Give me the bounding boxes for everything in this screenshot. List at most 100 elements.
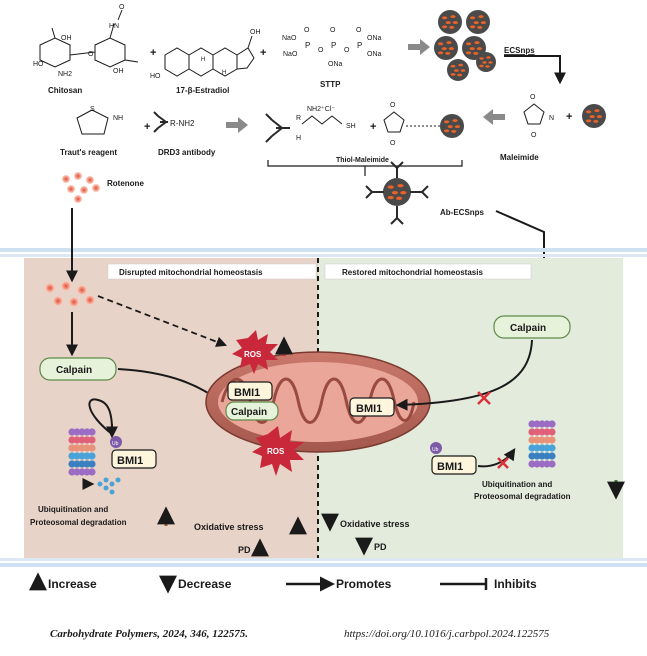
ros-top-label: ROS xyxy=(244,350,262,359)
svg-text:ONa: ONa xyxy=(328,61,343,68)
ros-bottom-label: ROS xyxy=(267,447,285,456)
maleimide-np-middle-particle xyxy=(440,114,464,138)
trauts-label: Traut's reagent xyxy=(60,148,117,157)
left-pd-label: PD xyxy=(238,545,251,555)
left-panel-title: Disrupted mitochondrial homeostasis xyxy=(119,268,263,277)
gray-arrow-1 xyxy=(408,39,430,55)
svg-text:P: P xyxy=(331,41,336,50)
mito-bmi1-box xyxy=(227,381,273,401)
legend-promotes-label: Promotes xyxy=(336,577,392,591)
left-bmi1-box xyxy=(111,449,157,469)
maleimide-nanoparticle xyxy=(582,104,606,128)
plus-sign-5: + xyxy=(370,121,376,133)
svg-text:ONa: ONa xyxy=(367,35,382,42)
stpp-structure: NaO NaO P O P O P ONa ONa ONa O O O xyxy=(282,27,382,68)
thiol-chain xyxy=(301,115,343,125)
left-ubiq-line2: Proteosomal degradation xyxy=(30,518,127,527)
mal-mid-o1: O xyxy=(390,102,396,109)
rotenone-to-ros-dashed-arrow xyxy=(97,295,228,347)
svg-text:P: P xyxy=(305,41,310,50)
right-panel-title: Restored mitochondrial homeostasis xyxy=(342,268,483,277)
right-calpain-box xyxy=(493,315,571,339)
blocked-x-proteasome xyxy=(497,457,509,469)
maleimide-o2: O xyxy=(531,132,537,139)
plus-sign-2: + xyxy=(260,47,266,59)
svg-text:O: O xyxy=(304,27,310,34)
membrane-bottom-2 xyxy=(0,563,647,567)
mito-bmi1-label: BMI1 xyxy=(234,387,260,399)
svg-text:NaO: NaO xyxy=(282,35,297,42)
right-bmi1-box xyxy=(431,455,477,475)
svg-text:O: O xyxy=(356,27,362,34)
chitosan-oh1: OH xyxy=(61,35,72,42)
thiol-sh: SH xyxy=(346,123,356,130)
maleimide-np-middle xyxy=(383,111,440,133)
thiol-h: H xyxy=(296,135,301,142)
right-bmi1-to-proteasome-arrow xyxy=(477,448,516,468)
membrane-top-1 xyxy=(0,248,647,252)
ecsnps-to-maleimide-arrow xyxy=(504,55,566,85)
right-ubiq-line2: Proteosomal degradation xyxy=(474,492,571,501)
left-title-box xyxy=(107,263,317,280)
degraded-peptides xyxy=(97,477,121,495)
right-pd-label: PD xyxy=(374,542,387,552)
gray-arrow-3 xyxy=(226,117,248,133)
right-calpain-label: Calpain xyxy=(510,323,546,334)
svg-text:O: O xyxy=(344,47,350,54)
drd3-r-nh2: R-NH2 xyxy=(170,119,195,128)
bmi1-ub-loop xyxy=(88,398,113,435)
plus-sign-1: + xyxy=(150,47,156,59)
thiol-maleimide-label: Thiol-Maleimide xyxy=(336,157,389,164)
proteasome-right xyxy=(528,420,556,468)
stpp-label: STTP xyxy=(320,80,341,89)
thiol-nh2cl: NH2⁺Cl⁻ xyxy=(307,106,335,113)
estradiol-structure xyxy=(164,35,255,77)
right-ubiq-line1: Ubiquitination and xyxy=(482,480,552,489)
ab-ecsnps-label: Ab-ECSnps xyxy=(440,208,485,217)
thiol-r: R xyxy=(296,115,301,122)
ub-right-label: Ub xyxy=(432,447,439,453)
thiolated-antibody xyxy=(265,113,290,143)
mito-calpain-label: Calpain xyxy=(231,407,267,418)
citation-doi: https://doi.org/10.1016/j.carbpol.2024.1… xyxy=(344,628,550,640)
drd3-antibody-icon xyxy=(153,111,168,133)
svg-text:P: P xyxy=(357,41,362,50)
ros-burst-top xyxy=(232,330,278,374)
right-bmi1-label: BMI1 xyxy=(437,461,463,473)
svg-text:NaO: NaO xyxy=(283,51,298,58)
left-bmi1-label: BMI1 xyxy=(117,455,143,467)
trauts-s: S xyxy=(90,106,95,113)
ros-burst-bottom xyxy=(252,426,304,476)
ab-ecsnps-particle xyxy=(365,161,429,225)
maleimide-n: N xyxy=(549,115,554,122)
mito-calpain-box xyxy=(225,401,279,421)
ecsnps-label: ECSnps xyxy=(504,46,535,55)
svg-text:ONa: ONa xyxy=(367,51,382,58)
mal-mid-o2: O xyxy=(390,140,396,147)
chitosan-o2: O xyxy=(119,4,125,11)
right-calpain-to-mito-arrow xyxy=(395,339,533,411)
rotenone-cluster-top xyxy=(62,172,100,203)
left-calpain-label: Calpain xyxy=(56,365,92,376)
chitosan-ho: HO xyxy=(33,61,44,68)
right-oxidative-label: Oxidative stress xyxy=(340,519,410,529)
legend-decrease-label: Decrease xyxy=(178,577,232,591)
legend-inhibits-label: Inhibits xyxy=(494,577,537,591)
proteasome-left xyxy=(68,428,96,476)
estradiol-ho: HO xyxy=(150,73,161,80)
chitosan-label: Chitosan xyxy=(48,86,82,95)
mito-right-bmi1-box xyxy=(349,397,395,417)
ub-right-icon xyxy=(430,442,442,454)
ecsnps-cluster xyxy=(434,10,496,81)
svg-text:O: O xyxy=(318,47,324,54)
membrane-top-2 xyxy=(0,254,647,257)
left-calpain-box xyxy=(39,357,117,381)
drd3-label: DRD3 antibody xyxy=(158,148,216,157)
legend-increase-label: Increase xyxy=(48,577,97,591)
right-title-box xyxy=(324,263,532,280)
legend-inhibits-icon xyxy=(440,578,488,590)
chitosan-o: O xyxy=(88,51,94,58)
rotenone-label: Rotenone xyxy=(107,179,144,188)
estradiol-h1: H xyxy=(201,57,205,63)
plus-sign-4: + xyxy=(566,111,572,123)
